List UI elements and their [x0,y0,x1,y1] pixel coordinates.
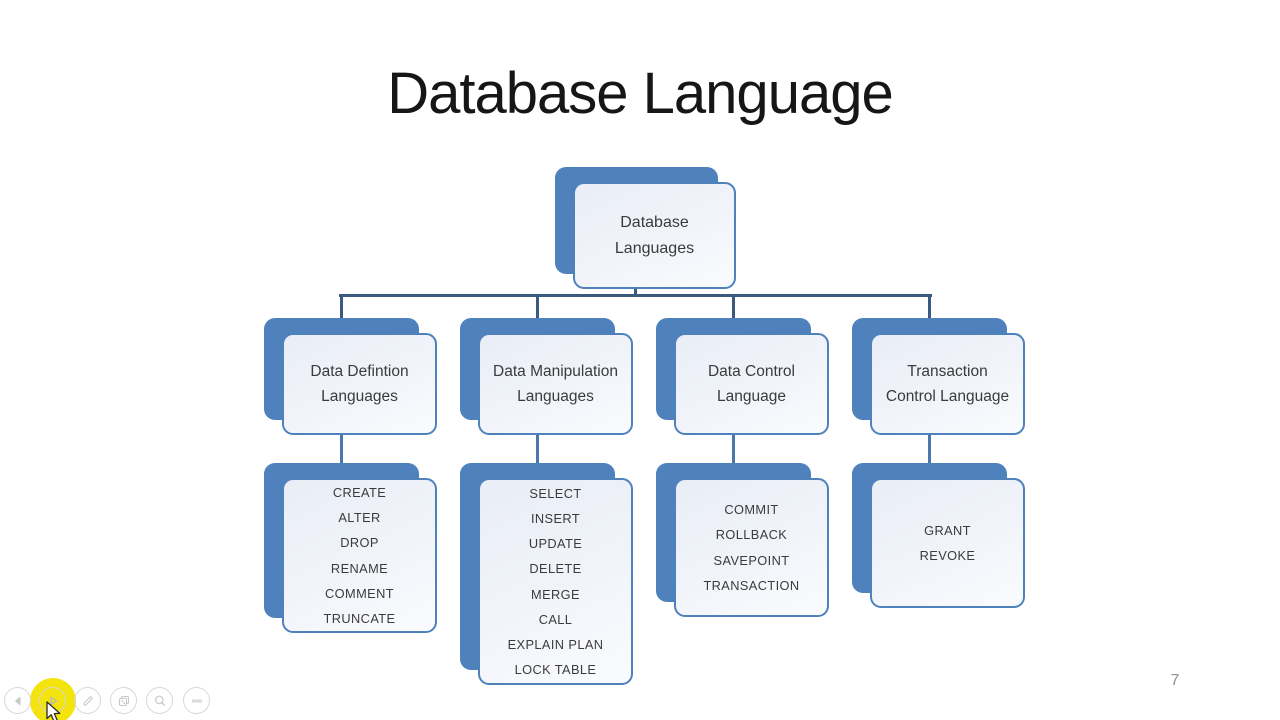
node-ddl-commands: CREATE ALTER DROP RENAME COMMENT TRUNCAT… [264,463,437,633]
command-item: MERGE [531,586,580,602]
command-item: DROP [340,535,379,551]
node-label: Database Languages [614,213,695,257]
connector-drop-1 [340,294,343,319]
command-item: RENAME [330,560,389,576]
connector-leaf-stub-1 [340,433,343,467]
command-item: EXPLAIN PLAN [507,636,604,652]
tcl-commands-list: GRANT REVOKE [872,518,1023,568]
node-face: COMMIT ROLLBACK SAVEPOINT TRANSACTION [674,478,829,617]
command-item: LOCK TABLE [514,662,597,678]
connector-leaf-stub-2 [536,433,539,467]
command-item: TRANSACTION [703,577,800,593]
connector-drop-4 [928,294,931,319]
node-face: Data Defintion Languages [282,333,437,435]
node-label: Transaction Control Language [885,363,1010,405]
node-dml-commands: SELECT INSERT UPDATE DELETE MERGE CALL E… [460,463,633,685]
command-item: INSERT [530,510,581,526]
node-data-manipulation-languages: Data Manipulation Languages [460,318,633,435]
connector-leaf-stub-3 [732,433,735,467]
connector-root-stub [634,287,637,296]
node-label: Data Manipulation Languages [493,363,618,405]
connector-leaf-stub-4 [928,433,931,467]
pen-button[interactable] [74,687,101,714]
node-dcl-commands: COMMIT ROLLBACK SAVEPOINT TRANSACTION [656,463,829,617]
slides-button[interactable] [110,687,137,714]
command-item: COMMENT [325,585,394,601]
dcl-commands-list: COMMIT ROLLBACK SAVEPOINT TRANSACTION [676,497,827,598]
node-face: Database Languages [573,182,736,289]
command-item: GRANT [924,522,971,538]
command-item: SELECT [529,485,582,501]
ddl-commands-list: CREATE ALTER DROP RENAME COMMENT TRUNCAT… [284,480,435,631]
slides-icon [117,694,131,708]
node-face: Data Manipulation Languages [478,333,633,435]
connector-drop-3 [732,294,735,319]
more-button[interactable] [183,687,210,714]
node-tcl-commands: GRANT REVOKE [852,463,1025,608]
node-data-control-language: Data Control Language [656,318,829,435]
node-database-languages: Database Languages [555,167,736,289]
pen-icon [81,694,95,708]
node-face: Transaction Control Language [870,333,1025,435]
play-icon [46,694,60,708]
node-face: SELECT INSERT UPDATE DELETE MERGE CALL E… [478,478,633,685]
node-face: Data Control Language [674,333,829,435]
previous-button[interactable] [4,687,31,714]
command-item: UPDATE [528,536,583,552]
connector-horizontal [339,294,932,297]
command-item: COMMIT [724,502,779,518]
node-face: GRANT REVOKE [870,478,1025,608]
dml-commands-list: SELECT INSERT UPDATE DELETE MERGE CALL E… [480,481,631,683]
mouse-cursor-icon [45,701,67,720]
page-number: 7 [1170,672,1180,689]
command-item: REVOKE [919,548,976,563]
command-item: CALL [538,611,573,627]
slide-title: Database Language [387,61,893,126]
command-item: ALTER [338,510,381,526]
command-item: SAVEPOINT [713,552,790,568]
magnifier-button[interactable] [146,687,173,714]
more-icon [190,694,204,708]
previous-icon [11,694,25,708]
command-item: DELETE [529,561,582,577]
node-face: CREATE ALTER DROP RENAME COMMENT TRUNCAT… [282,478,437,633]
command-item: TRUNCATE [323,610,396,626]
node-label: Data Defintion Languages [310,363,409,405]
command-item: ROLLBACK [715,527,788,543]
node-label: Data Control Language [707,363,795,405]
connector-drop-2 [536,294,539,319]
magnifier-icon [153,694,167,708]
command-item: CREATE [332,484,387,500]
node-data-definition-languages: Data Defintion Languages [264,318,437,435]
node-transaction-control-language: Transaction Control Language [852,318,1025,435]
